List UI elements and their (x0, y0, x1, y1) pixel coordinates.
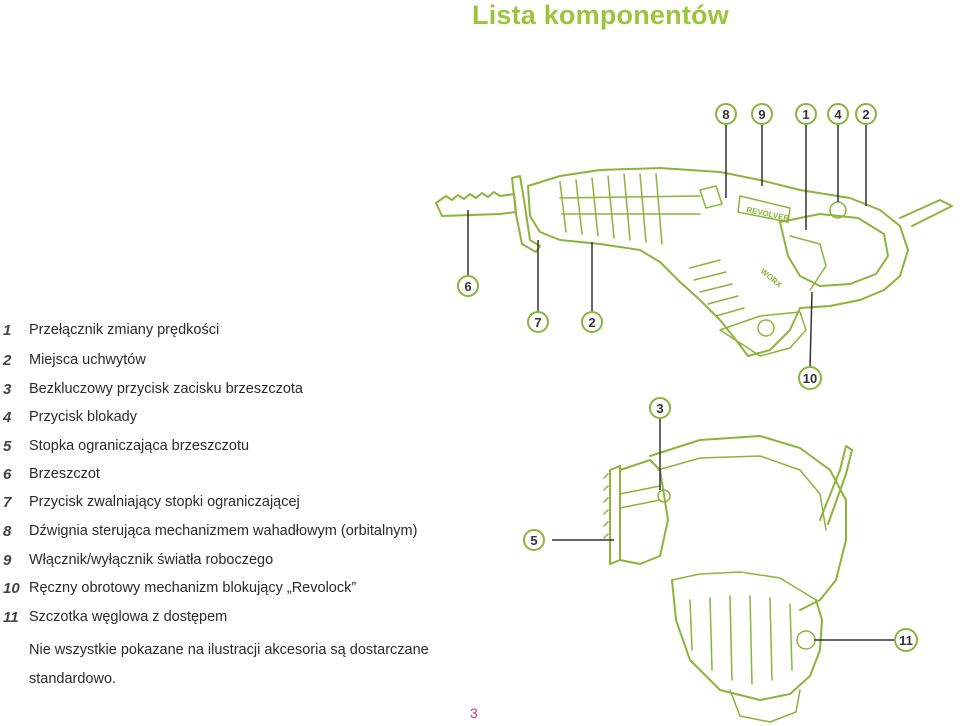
svg-text:1: 1 (802, 107, 809, 122)
accessories-note: Nie wszystkie pokazane na ilustracji akc… (29, 642, 429, 687)
item-label: Przycisk blokady (29, 409, 137, 425)
callout-11: 11 (894, 628, 918, 652)
leader-lines (467, 124, 894, 641)
callout-2-top: 2 (855, 103, 877, 125)
front-head (649, 435, 847, 611)
item-number: 3 (3, 381, 12, 398)
callout-9: 9 (751, 103, 773, 125)
page-number: 3 (470, 705, 478, 721)
item-number: 6 (3, 466, 12, 483)
body-outline (527, 167, 909, 357)
item-label: Bezkluczowy przycisk zacisku brzeszczota (29, 381, 303, 397)
list-item: 1 Przełącznik zmiany prędkości (0, 322, 470, 346)
item-label: Włącznik/wyłącznik światła roboczego (29, 552, 274, 568)
callouts: 8 9 1 4 2 6 7 2 10 3 5 11 (457, 103, 918, 652)
callout-3: 3 (649, 397, 671, 419)
item-number: 1 (3, 322, 12, 339)
page-title: Lista komponentów (472, 0, 729, 30)
svg-text:4: 4 (834, 107, 842, 122)
callout-2-mid: 2 (581, 311, 603, 333)
item-number: 4 (3, 409, 12, 426)
list-item: 6 Brzeszczot (0, 466, 470, 490)
item-number: 2 (3, 352, 12, 369)
svg-text:2: 2 (588, 315, 595, 330)
front-shoe (619, 459, 669, 565)
model-marking: WORX (759, 267, 784, 290)
item-number: 5 (3, 438, 12, 455)
svg-text:7: 7 (534, 315, 541, 330)
svg-text:2: 2 (862, 107, 869, 122)
svg-text:3: 3 (656, 401, 663, 416)
list-item: 7 Przycisk zwalniający stopki ograniczają… (0, 494, 470, 518)
item-number: 11 (3, 609, 19, 626)
front-barrel (671, 579, 823, 701)
front-blade (609, 465, 621, 565)
svg-text:8: 8 (722, 107, 729, 122)
blade-shape (435, 191, 517, 217)
svg-text:9: 9 (758, 107, 765, 122)
item-label: Przełącznik zmiany prędkości (29, 322, 220, 338)
item-label: Ręczny obrotowy mechanizm blokujący „Rev… (29, 580, 357, 596)
item-label: Brzeszczot (29, 466, 100, 482)
saw-side-view (435, 167, 953, 357)
handle-opening (779, 213, 889, 287)
callout-6: 6 (457, 275, 479, 297)
item-label: Szczotka węglowa z dostępem (29, 609, 228, 625)
item-label: Dźwignia sterująca mechanizmem wahadłowy… (29, 523, 418, 539)
callout-8: 8 (715, 103, 737, 125)
item-label: Miejsca uchwytów (29, 352, 146, 368)
svg-text:6: 6 (464, 279, 471, 294)
svg-text:11: 11 (899, 633, 913, 648)
callout-4: 4 (827, 103, 849, 125)
list-item: 11 Szczotka węglowa z dostępem (0, 609, 470, 633)
list-item: 2 Miejsca uchwytów (0, 352, 470, 376)
item-number: 9 (3, 552, 12, 569)
list-item: 8 Dźwignia sterująca mechanizmem wahadłow… (0, 523, 470, 547)
list-item: 5 Stopka ograniczająca brzeszczotu (0, 438, 470, 462)
callout-5: 5 (523, 529, 545, 551)
front-cord (819, 445, 853, 525)
list-item: 10 Ręczny obrotowy mechanizm blokujący „R… (0, 580, 470, 604)
list-item: 4 Przycisk blokady (0, 409, 470, 433)
item-number: 8 (3, 523, 12, 540)
svg-text:5: 5 (530, 533, 537, 548)
svg-text:10: 10 (803, 371, 817, 386)
item-label: Stopka ograniczająca brzeszczotu (29, 438, 250, 454)
list-item: 3 Bezkluczowy przycisk zacisku brzeszczot… (0, 381, 470, 405)
list-item: 9 Włącznik/wyłącznik światła roboczego (0, 552, 470, 576)
callout-7: 7 (527, 311, 549, 333)
item-number: 10 (3, 580, 20, 597)
power-cord (899, 199, 953, 227)
callout-1: 1 (795, 103, 817, 125)
callout-10: 10 (798, 366, 822, 390)
item-label: Przycisk zwalniający stopki ograniczając… (29, 494, 300, 510)
item-number: 7 (3, 494, 12, 511)
brand-marking: REVOLVER (746, 205, 791, 223)
saw-front-view (603, 435, 853, 723)
shoe-shape (511, 175, 541, 253)
